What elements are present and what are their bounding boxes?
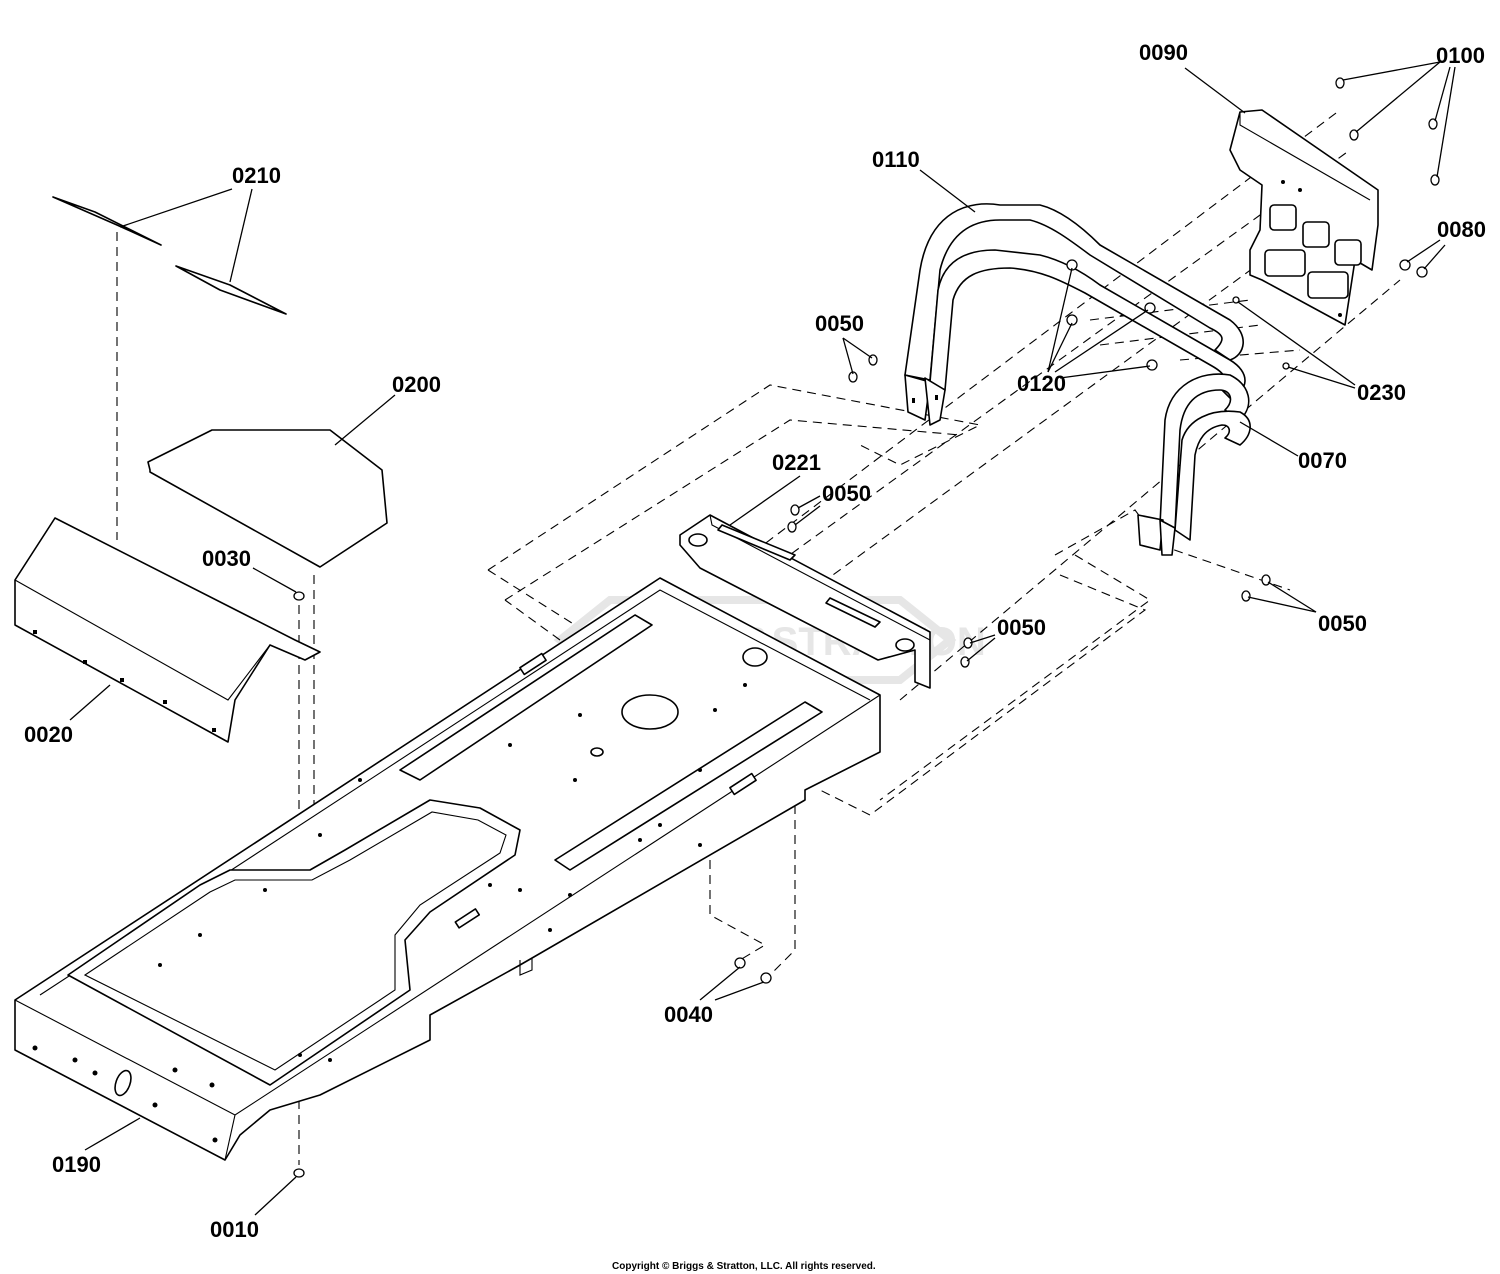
callout-0200: 0200 xyxy=(392,372,441,397)
hardware-fasteners xyxy=(734,77,1440,984)
part-0010-nut xyxy=(293,1168,305,1178)
callout-0210: 0210 xyxy=(232,163,281,188)
callout-0110: 0110 xyxy=(872,147,920,172)
callout-0120: 0120 xyxy=(1017,371,1066,396)
callout-0050-mid: 0050 xyxy=(822,481,871,506)
callout-0040: 0040 xyxy=(664,1002,713,1027)
callout-0230: 0230 xyxy=(1357,380,1406,405)
callout-0221: 0221 xyxy=(772,450,821,475)
callout-labels: 0210 0200 0030 0020 0190 0010 0040 0221 … xyxy=(24,40,1486,1242)
part-0221-bracket xyxy=(679,514,931,689)
callout-0010: 0010 xyxy=(210,1217,259,1242)
callout-0090: 0090 xyxy=(1139,40,1188,65)
callout-0020: 0020 xyxy=(24,722,73,747)
part-0200-seat-pad xyxy=(147,429,388,568)
part-0090-mounting-plate xyxy=(1229,109,1379,326)
callout-0080: 0080 xyxy=(1437,217,1486,242)
callout-0030: 0030 xyxy=(202,546,251,571)
copyright-notice: Copyright © Briggs & Stratton, LLC. All … xyxy=(612,1261,876,1272)
callout-0050-right: 0050 xyxy=(997,615,1046,640)
part-0190-main-frame xyxy=(14,577,881,1161)
callout-0100: 0100 xyxy=(1436,43,1485,68)
part-0020-seat-cover xyxy=(14,517,321,743)
callout-0050-top: 0050 xyxy=(815,311,864,336)
callout-0190: 0190 xyxy=(52,1152,101,1177)
callout-0070: 0070 xyxy=(1298,448,1347,473)
part-0030-rivet xyxy=(293,591,305,601)
part-0070-tube-support xyxy=(1137,373,1251,556)
callout-0050-lower: 0050 xyxy=(1318,611,1367,636)
part-0210-decals xyxy=(52,196,287,315)
callout-leader-lines xyxy=(69,61,1456,1216)
